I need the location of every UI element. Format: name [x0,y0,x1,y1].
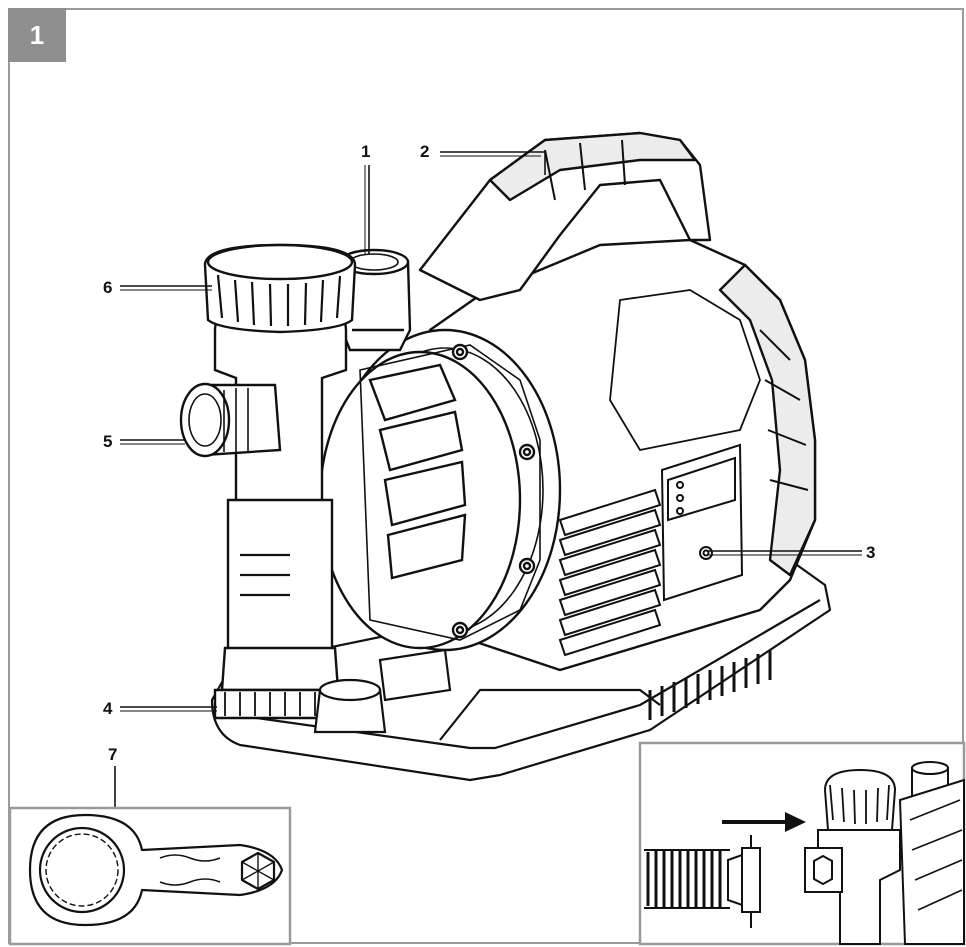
callout-4-drain: 4 [103,699,113,718]
figure-frame [8,8,964,944]
suction-inlet [179,382,282,458]
pressure-outlet [338,248,412,352]
carry-handle [418,131,712,302]
pump-volute [318,328,562,652]
right-arrow-icon [722,812,806,832]
callout-2-handle: 2 [420,142,430,161]
connection-inset [638,741,966,946]
callout-3-control: 3 [866,543,876,562]
callout-7-wrench: 7 [108,745,118,764]
wrench-inset [8,806,292,946]
leader-lines-double [120,155,862,712]
prefilter-housing [203,243,357,720]
control-panel [660,443,744,602]
callout-6-filter-cap: 6 [103,278,113,297]
cooling-vents [558,488,662,657]
callout-1-outlet: 1 [361,142,371,161]
drain-plug [313,648,452,734]
callout-5-inlet: 5 [103,432,113,451]
figure-number-badge: 1 [8,8,66,62]
